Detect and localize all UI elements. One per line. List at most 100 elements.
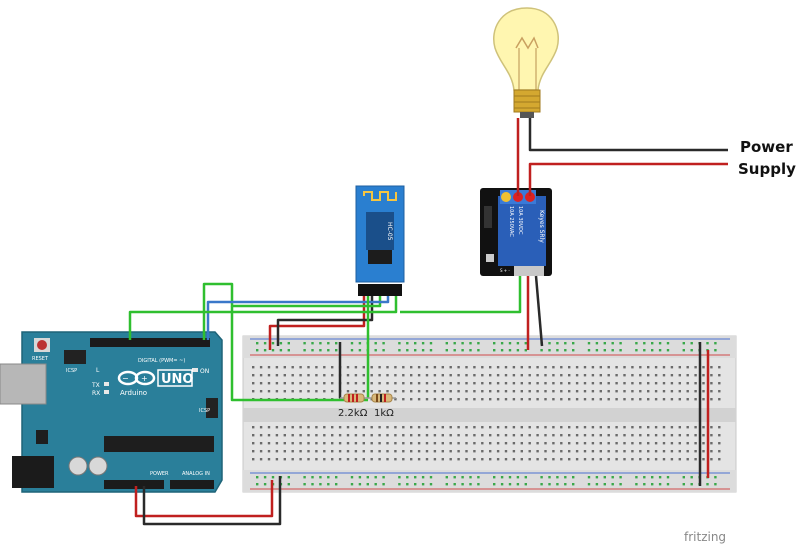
breadboard-hole — [489, 366, 492, 369]
breadboard-hole — [583, 434, 587, 437]
breadboard-hole — [481, 426, 484, 429]
breadboard-hole — [469, 342, 472, 345]
wires — [128, 118, 728, 526]
breadboard-hole — [548, 483, 551, 486]
breadboard-hole — [658, 476, 662, 479]
breadboard-hole — [512, 366, 516, 369]
breadboard-hole — [635, 349, 638, 352]
breadboard-hole — [575, 442, 579, 445]
breadboard-hole — [323, 442, 326, 445]
breadboard-hole — [441, 390, 444, 393]
breadboard-hole — [607, 450, 610, 453]
breadboard-hole — [504, 426, 508, 429]
breadboard-hole — [457, 366, 460, 369]
wire-arduino-5v-red — [134, 480, 274, 518]
breadboard-hole — [283, 390, 286, 393]
breadboard-hole — [406, 342, 409, 345]
wire-bt-green-2 — [128, 296, 398, 340]
breadboard-hole — [453, 483, 456, 486]
bt-module-name: HC-05 — [386, 222, 393, 241]
breadboard-hole — [275, 390, 279, 393]
breadboard-hole — [639, 434, 642, 437]
breadboard-hole — [323, 382, 326, 385]
breadboard-hole — [568, 374, 571, 377]
breadboard-hole — [670, 442, 674, 445]
breadboard-hole — [575, 382, 579, 385]
breadboard-hole — [370, 382, 373, 385]
breadboard-hole — [410, 366, 413, 369]
breadboard-hole — [338, 442, 342, 445]
breadboard-hole — [433, 434, 437, 437]
breadboard-hole — [386, 458, 389, 461]
breadboard-hole — [489, 390, 492, 393]
breadboard-hole — [417, 434, 421, 437]
breadboard-hole — [252, 434, 255, 437]
breadboard-hole — [568, 434, 571, 437]
breadboard-hole — [473, 366, 476, 369]
breadboard-hole — [378, 382, 381, 385]
breadboard-hole — [252, 366, 255, 369]
breadboard-hole — [425, 382, 429, 385]
breadboard-hole — [643, 349, 646, 352]
breadboard-hole — [323, 390, 326, 393]
breadboard-hole — [572, 349, 575, 352]
breadboard-hole — [465, 398, 468, 401]
bt-pin-header — [358, 284, 402, 296]
breadboard-hole — [516, 349, 520, 352]
breadboard-hole — [414, 476, 417, 479]
breadboard-hole — [619, 342, 622, 345]
breadboard-hole — [710, 426, 713, 429]
breadboard-hole — [702, 390, 705, 393]
breadboard-hole — [449, 442, 452, 445]
breadboard-hole — [406, 476, 409, 479]
breadboard-hole — [461, 342, 464, 345]
breadboard-hole — [575, 374, 579, 377]
breadboard-hole — [540, 476, 543, 479]
breadboard-hole — [536, 366, 539, 369]
capacitor-1 — [68, 456, 88, 476]
breadboard-hole — [702, 374, 705, 377]
breadboard-hole — [335, 476, 338, 479]
breadboard-hole — [575, 398, 579, 401]
breadboard-hole — [374, 483, 377, 486]
breadboard-hole — [441, 458, 444, 461]
breadboard-hole — [421, 476, 425, 479]
breadboard-hole — [591, 390, 595, 393]
breadboard-hole — [508, 342, 512, 345]
breadboard-hole — [481, 442, 484, 445]
breadboard-hole — [615, 382, 618, 385]
breadboard-hole — [678, 398, 681, 401]
breadboard-hole — [572, 342, 575, 345]
breadboard-hole — [267, 458, 271, 461]
breadboard-hole — [421, 483, 425, 486]
breadboard-hole — [378, 434, 381, 437]
breadboard-hole — [670, 450, 674, 453]
breadboard-hole — [583, 374, 587, 377]
breadboard-hole — [540, 349, 543, 352]
breadboard-hole — [496, 398, 500, 401]
breadboard-hole — [366, 476, 369, 479]
breadboard-hole — [291, 382, 294, 385]
breadboard-hole — [489, 450, 492, 453]
breadboard-hole — [299, 442, 302, 445]
relay-pin-header — [514, 266, 544, 276]
breadboard-hole — [718, 458, 721, 461]
breadboard-hole — [346, 366, 350, 369]
breadboard-hole — [311, 483, 314, 486]
breadboard-hole — [489, 374, 492, 377]
breadboard-hole — [370, 450, 373, 453]
breadboard-hole — [528, 366, 531, 369]
breadboard-hole — [631, 374, 634, 377]
breadboard-hole — [496, 450, 500, 453]
breadboard-hole — [271, 349, 275, 352]
breadboard-hole — [331, 450, 334, 453]
breadboard-hole — [595, 483, 599, 486]
breadboard-hole — [259, 382, 263, 385]
breadboard-hole — [362, 458, 365, 461]
breadboard-hole — [678, 366, 681, 369]
breadboard-hole — [465, 450, 468, 453]
breadboard-hole — [678, 374, 681, 377]
breadboard-hole — [587, 483, 591, 486]
breadboard-hole — [323, 434, 326, 437]
breadboard-hole — [417, 390, 421, 393]
